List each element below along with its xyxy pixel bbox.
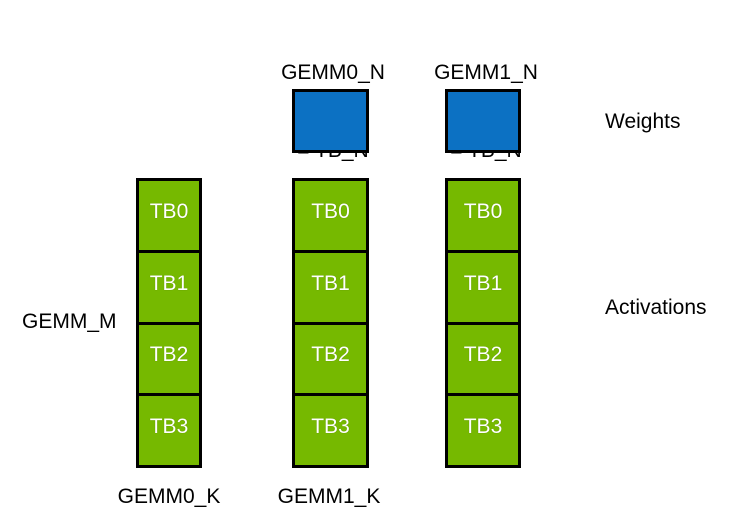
activation-cell[interactable]: TB0 (295, 181, 366, 250)
activation-cell[interactable]: TB1 (295, 249, 366, 322)
activation-cell-label: TB0 (463, 199, 503, 223)
activation-column-0[interactable]: TB0 TB1 TB2 TB3 (136, 178, 202, 468)
activation-cell[interactable]: TB0 (448, 181, 518, 250)
activation-column-2[interactable]: TB0 TB1 TB2 TB3 (445, 178, 521, 468)
row-label-activations: Activations (605, 296, 707, 319)
activation-cell[interactable]: TB3 (139, 393, 199, 465)
row-label-weights: Weights (605, 110, 681, 133)
activation-cell-label: TB2 (311, 343, 350, 367)
activation-cell-label: TB2 (149, 343, 189, 367)
activation-cell[interactable]: TB3 (448, 393, 518, 465)
activation-cell-label: TB1 (149, 271, 189, 295)
activation-cell-label: TB3 (311, 415, 350, 439)
bottom-label-gemm0-k: GEMM0_K (117, 485, 221, 508)
activation-cell-label: TB3 (149, 415, 189, 439)
activation-cell[interactable]: TB2 (295, 321, 366, 394)
activation-cell[interactable]: TB3 (295, 393, 366, 465)
side-label-gemm-m: GEMM_M (22, 310, 117, 333)
activation-cell-label: TB1 (463, 271, 503, 295)
activation-cell-label: TB3 (463, 415, 503, 439)
activation-cell-label: TB1 (311, 271, 350, 295)
activation-cell[interactable]: TB0 (139, 181, 199, 250)
activation-column-1[interactable]: TB0 TB1 TB2 TB3 (292, 178, 369, 468)
activation-cell[interactable]: TB1 (448, 249, 518, 322)
activation-cell[interactable]: TB1 (139, 249, 199, 322)
top-label-gemm1-n-line1: GEMM1_N (434, 61, 538, 84)
activation-cell[interactable]: TB2 (448, 321, 518, 394)
top-label-gemm0-n-line1: GEMM0_N (281, 61, 385, 84)
activation-cell-label: TB2 (463, 343, 503, 367)
activation-cell[interactable]: TB2 (139, 321, 199, 394)
weight-block-1[interactable] (445, 89, 521, 153)
bottom-label-gemm1-k: GEMM1_K (277, 485, 381, 508)
activation-cell-label: TB0 (149, 199, 189, 223)
activation-cell-label: TB0 (311, 199, 350, 223)
weight-block-0[interactable] (292, 89, 369, 153)
